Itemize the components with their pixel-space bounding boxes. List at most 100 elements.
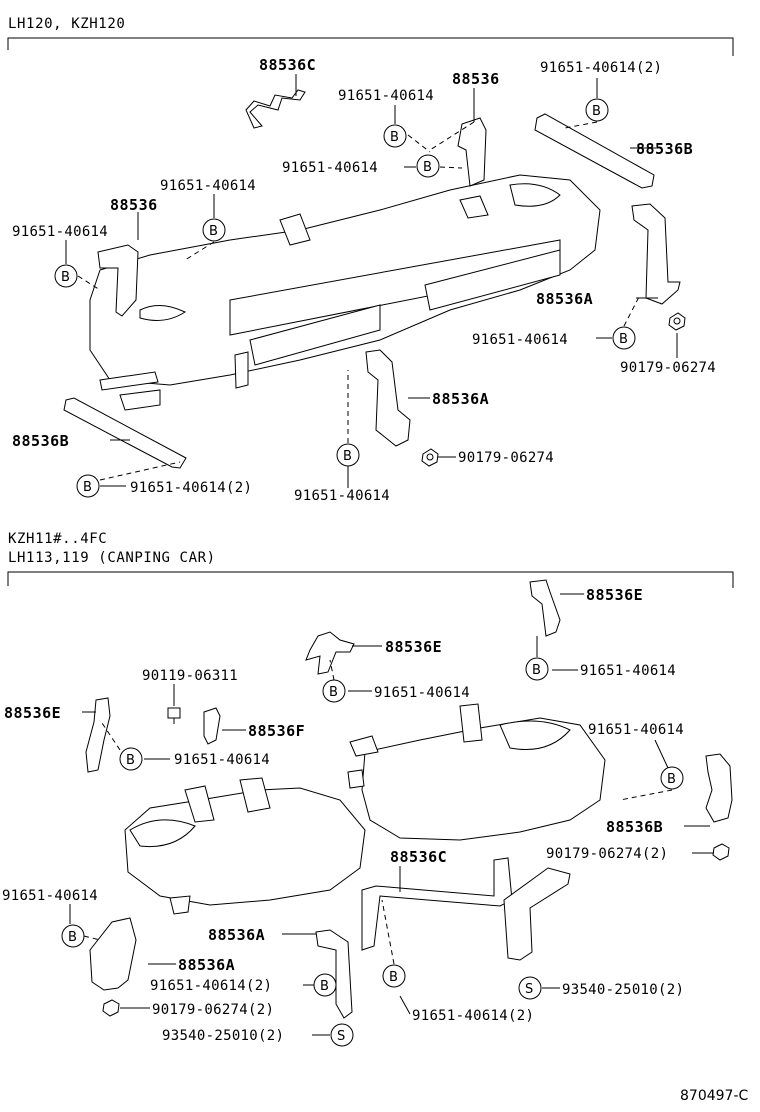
bracket-88536B-r2: [705, 753, 733, 823]
screw-icon: S: [518, 976, 542, 1000]
bolt-icon: B: [660, 766, 684, 790]
label-88536F: 88536F: [248, 722, 305, 740]
svg-text:B: B: [343, 449, 352, 464]
label-90179-r2: 90179-06274(2): [546, 846, 668, 862]
svg-text:B: B: [209, 224, 218, 239]
label-88536B-left: 88536B: [12, 432, 69, 450]
label-88536A-right: 88536A: [536, 290, 593, 308]
bolt-symbols: B B B B B B B B B B B B B B B S S: [54, 98, 684, 1047]
svg-text:B: B: [329, 685, 338, 700]
label-90119: 90119-06311: [142, 668, 238, 684]
label-91651-bot-mid: 91651-40614: [294, 488, 390, 504]
label-88536B-top: 88536B: [636, 140, 693, 158]
svg-text:B: B: [320, 979, 329, 994]
svg-text:B: B: [390, 130, 399, 145]
label-90179-mid: 90179-06274: [458, 450, 554, 466]
bracket-88536-top: [457, 117, 487, 187]
svg-text:B: B: [619, 332, 628, 347]
label-90179-right: 90179-06274: [620, 360, 716, 376]
bolt-icon: B: [54, 264, 78, 288]
fuel-tank-bottom-left: [124, 777, 366, 915]
label-91651-left: 91651-40614: [12, 224, 108, 240]
label-88536-left: 88536: [110, 196, 158, 214]
svg-text:B: B: [667, 772, 676, 787]
svg-text:B: B: [592, 104, 601, 119]
svg-text:B: B: [68, 930, 77, 945]
label-88536C-b: 88536C: [390, 848, 447, 866]
nut-90179-b2: [102, 999, 120, 1017]
section-bracket-top: [7, 37, 734, 56]
bolt-icon: B: [336, 443, 360, 467]
bracket-88536F: [203, 707, 221, 745]
label-91651-mid: 91651-40614: [374, 685, 470, 701]
svg-text:B: B: [126, 753, 135, 768]
svg-text:B: B: [532, 663, 541, 678]
label-91651-tr: 91651-40614: [580, 663, 676, 679]
bracket-88536E-mid: [305, 631, 355, 675]
nut-90179-r2: [712, 843, 730, 861]
bracket-88536E-left: [85, 697, 111, 773]
label-88536A-b1: 88536A: [208, 926, 265, 944]
label-88536E-mid: 88536E: [385, 638, 442, 656]
bolt-icon: B: [612, 326, 636, 350]
bracket-88536C-b: [361, 857, 513, 951]
label-88536C-top: 88536C: [259, 56, 316, 74]
bolt-icon: B: [313, 973, 337, 997]
label-91651-top4: 91651-40614: [160, 178, 256, 194]
nut-90179-right: [668, 312, 686, 331]
bracket-88536A-mid: [365, 349, 411, 447]
bolt-icon: B: [525, 657, 549, 681]
svg-text:B: B: [83, 480, 92, 495]
label-91651-bot-left: 91651-40614(2): [130, 480, 252, 496]
bracket-88536-left: [97, 244, 139, 317]
label-88536A-b2: 88536A: [178, 956, 235, 974]
svg-text:S: S: [525, 982, 533, 997]
bolt-icon: B: [322, 679, 346, 703]
label-88536B-r2: 88536B: [606, 818, 663, 836]
figure-caption: 870497-C: [680, 1088, 748, 1104]
fuel-tank-top: [89, 174, 601, 411]
label-91651-top1: 91651-40614: [338, 88, 434, 104]
section-header-top: LH120, KZH120: [8, 16, 125, 32]
label-91651-l2: 91651-40614: [174, 752, 270, 768]
fuel-tank-bottom-right: [347, 703, 606, 841]
bracket-s93540-r: [503, 867, 571, 961]
svg-text:B: B: [61, 270, 70, 285]
bracket-88536A-b2: [315, 929, 353, 1019]
section-bracket-bottom: [7, 571, 734, 588]
label-91651-b3: 91651-40614(2): [412, 1008, 534, 1024]
label-91651-r2: 91651-40614: [588, 722, 684, 738]
bracket-88536A-right: [631, 203, 681, 305]
label-88536-top-mid: 88536: [452, 70, 500, 88]
bracket-88536A-b1: [89, 917, 137, 991]
label-91651-top2: 91651-40614(2): [540, 60, 662, 76]
label-88536A-mid: 88536A: [432, 390, 489, 408]
bolt-icon: B: [202, 218, 226, 242]
strap-88536B-top: [534, 113, 655, 189]
bolt-icon: B: [585, 98, 609, 122]
label-91651-top3: 91651-40614: [282, 160, 378, 176]
svg-text:B: B: [423, 160, 432, 175]
bolt-icon: B: [76, 474, 100, 498]
label-90179-b2: 90179-06274(2): [152, 1002, 274, 1018]
section-header-bottom-2: LH113,119 (CANPING CAR): [8, 550, 216, 566]
bolt-icon: B: [383, 124, 407, 148]
label-91651-ll: 91651-40614: [2, 888, 98, 904]
label-88536E-left: 88536E: [4, 704, 61, 722]
nut-90179-mid: [421, 448, 439, 467]
bolt-icon: B: [61, 924, 85, 948]
section-header-bottom-1: KZH11#..4FC: [8, 531, 107, 547]
strap-88536B-left: [63, 397, 187, 469]
bolt-icon: B: [382, 964, 406, 988]
label-91651-right: 91651-40614: [472, 332, 568, 348]
bracket-88536E-tr: [529, 579, 561, 637]
svg-text:S: S: [337, 1029, 345, 1044]
label-88536E-tr: 88536E: [586, 586, 643, 604]
label-91651-b2: 91651-40614(2): [150, 978, 272, 994]
bolt-icon: B: [119, 747, 143, 771]
svg-text:B: B: [389, 970, 398, 985]
bolt-icon: B: [416, 154, 440, 178]
screw-90119: [167, 707, 181, 724]
label-93540-r: 93540-25010(2): [562, 982, 684, 998]
